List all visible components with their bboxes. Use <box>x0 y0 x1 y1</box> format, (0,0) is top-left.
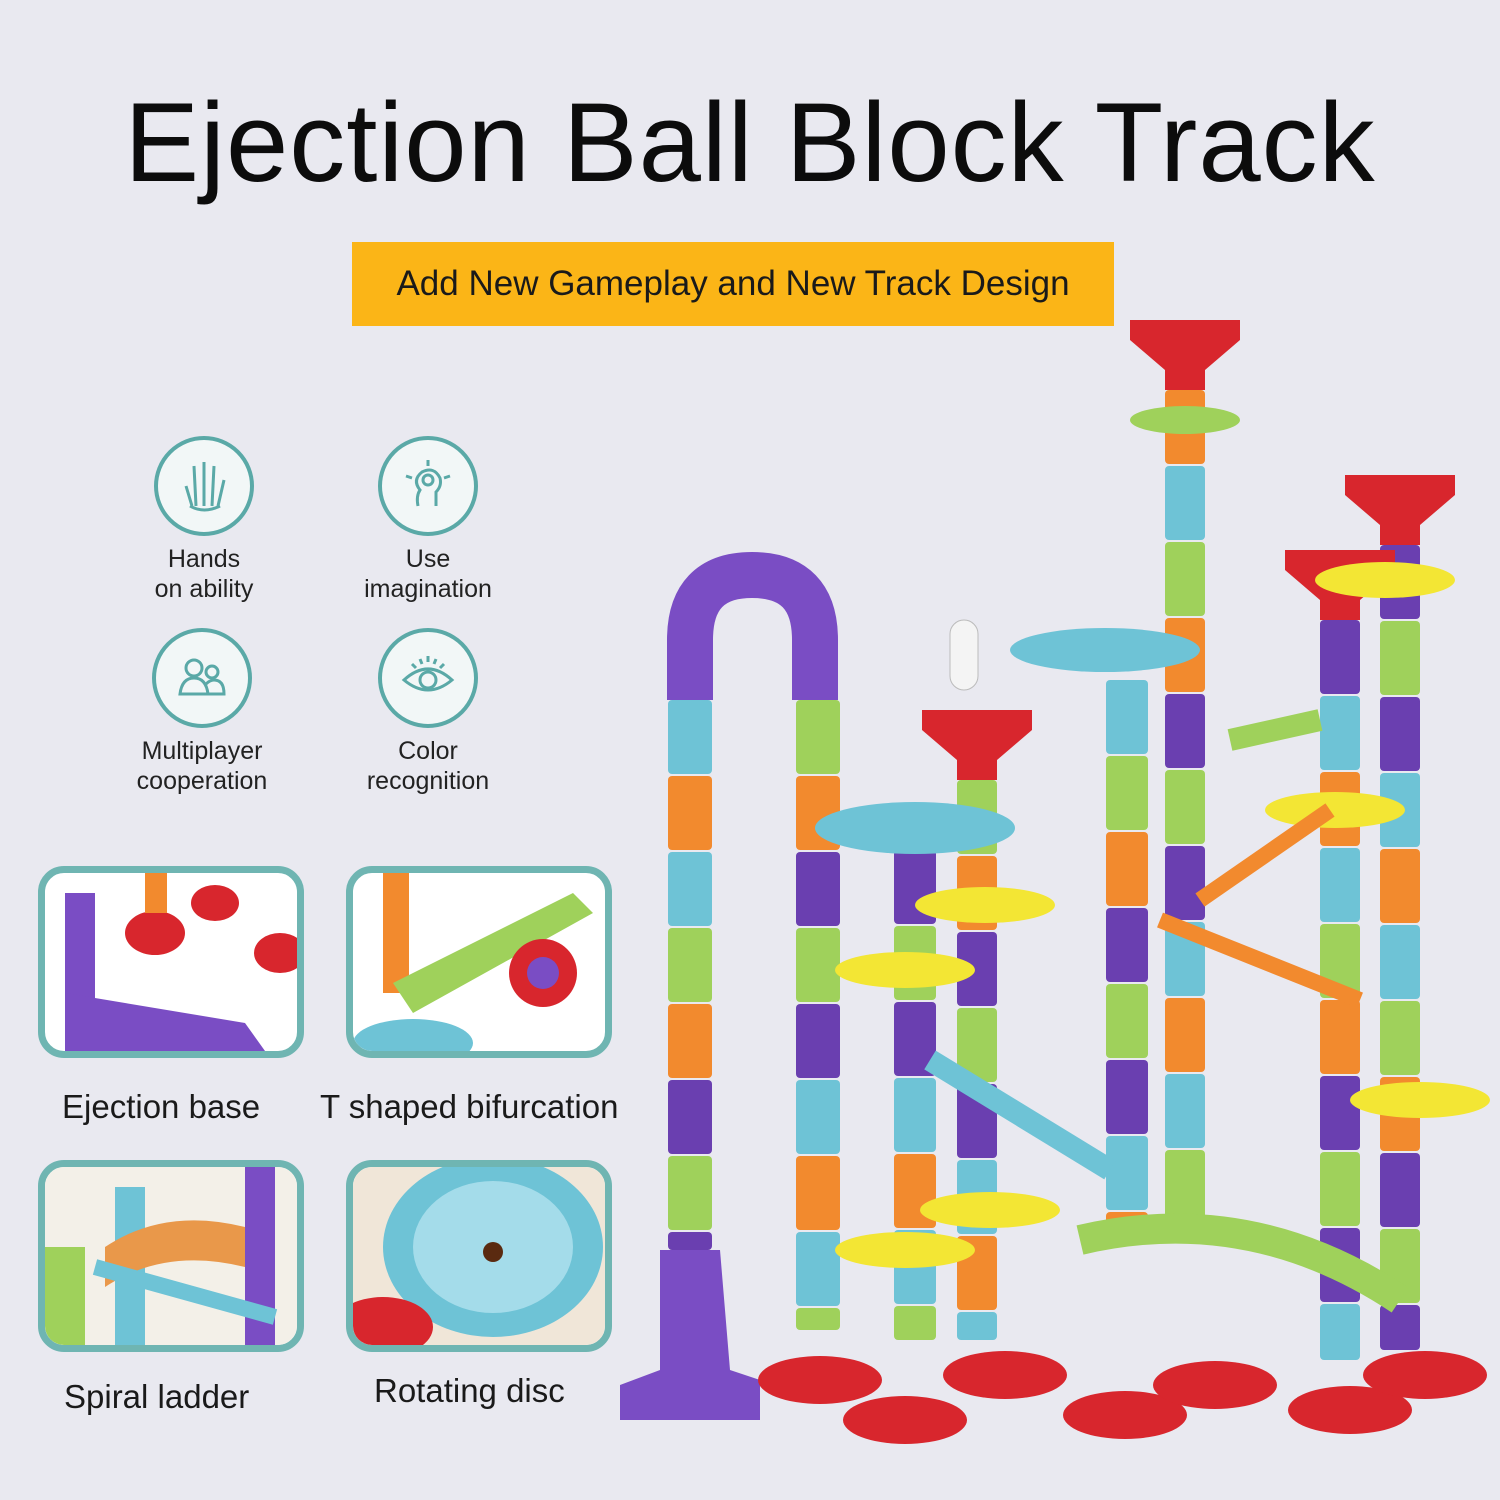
hand-icon <box>154 436 254 536</box>
imagination-icon <box>378 436 478 536</box>
people-icon <box>152 628 252 728</box>
page-title: Ejection Ball Block Track <box>124 80 1376 205</box>
part-label: Rotating disc <box>374 1372 565 1409</box>
t-bifurcation-image <box>346 866 612 1058</box>
eye-icon <box>378 628 478 728</box>
rotating-disc-image <box>346 1160 612 1352</box>
part-label: Spiral ladder <box>64 1378 250 1415</box>
ejection-base-image <box>38 866 304 1058</box>
subtitle-banner: Add New Gameplay and New Track Design <box>352 242 1114 326</box>
part-label: T shaped bifurcation <box>320 1088 619 1125</box>
marble-run-illustration <box>620 320 1490 1444</box>
part-label: Ejection base <box>62 1088 261 1125</box>
spiral-ladder-image <box>38 1160 304 1352</box>
